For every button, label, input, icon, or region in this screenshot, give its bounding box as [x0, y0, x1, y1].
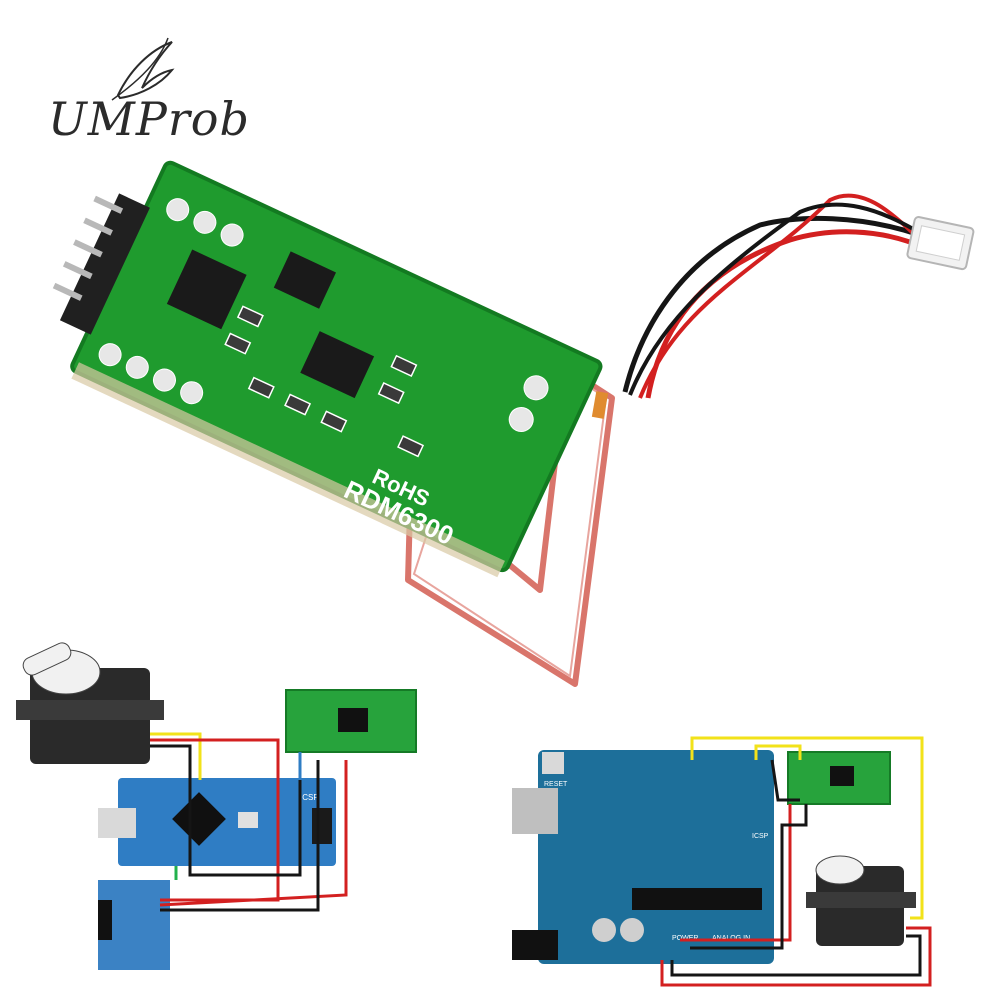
- pin-header: [52, 193, 150, 335]
- brand-logo: UMProb: [48, 92, 250, 146]
- arduino-nano-board: ICSP: [98, 778, 336, 866]
- nano-icsp-label: ICSP: [300, 793, 319, 802]
- cable-connector: [622, 193, 975, 399]
- rfid-module-mini-right: [787, 751, 891, 805]
- sensor-board-left: [98, 880, 170, 970]
- rfid-module-mini-left: [285, 689, 417, 753]
- brand-logo-text: UMProb: [48, 92, 250, 146]
- regulator-chip: [273, 251, 337, 309]
- arduino-uno-board: RESET POWER ANALOG IN ICSP: [512, 750, 774, 964]
- uno-reset-label: RESET: [544, 781, 568, 788]
- amp-chip: [300, 331, 375, 399]
- mcu-chip: [166, 249, 247, 330]
- servo-motor-left: [16, 642, 164, 764]
- servo-motor-right: [806, 855, 916, 946]
- uno-icsp-label: ICSP: [752, 833, 769, 840]
